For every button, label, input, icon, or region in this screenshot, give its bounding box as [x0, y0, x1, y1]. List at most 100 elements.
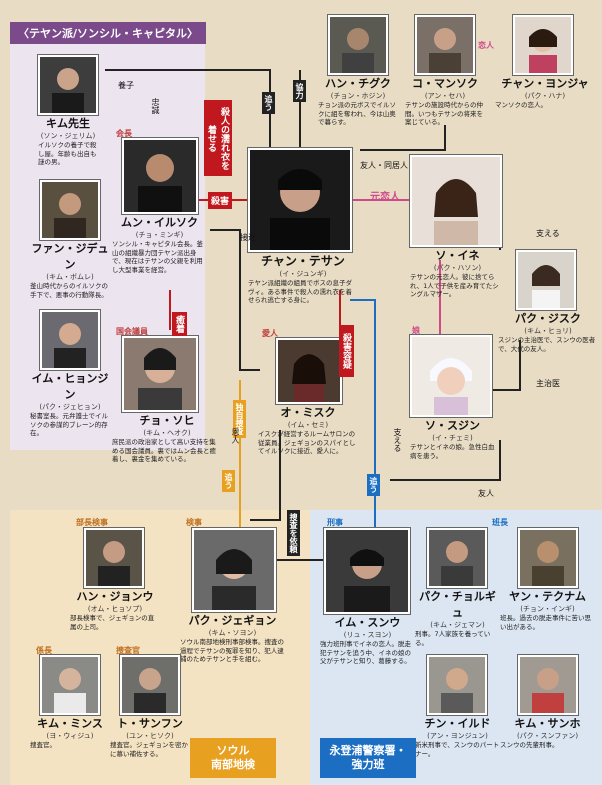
reading-park-chorgyu: (キム・ジェマン) [430, 621, 485, 629]
name-so-sujin: ソ・スジン [425, 419, 480, 432]
desc-kim-minsu: 捜査官。 [30, 741, 56, 749]
label-approach: 接近 [240, 233, 256, 242]
desc-park-jisuk: スジンの主治医で、スンウの医者で、大代の友人。 [498, 336, 596, 353]
line-mun-oh [210, 229, 260, 371]
reading-to-sanfon: (ユン・ヒソク) [126, 732, 174, 740]
line-kim-chang [105, 69, 271, 150]
name-han-jongu: ハン・ジョンウ [76, 590, 154, 603]
reading-lim: (パク・ジェヒョン) [39, 403, 101, 411]
reading-han-jongu: (オム・ヒョソプ) [87, 605, 143, 613]
person-ko[interactable]: コ・マンソク (アン・セハ) テサンの施設時代からの仲間。いつもテサンの将来を案… [405, 15, 485, 127]
desc-ko: テサンの施設時代からの仲間。いつもテサンの将来を案じている。 [405, 101, 483, 126]
name-park-chorgyu: パク・チョルギュ [419, 590, 496, 619]
person-cho[interactable]: チョ・ソヒ (キム・ヘオク) 庶民派の政治家として高い支持を集める国会議員。裏で… [112, 336, 222, 464]
person-to-sanfon[interactable]: ト・サンフン (ユン・ヒソク) 捜査官。ジェギョンを密かに慕い補佐する。 [110, 655, 190, 758]
desc-kim: イルソクの養子で殺し屋。年齢も出自も謎の男。 [38, 141, 97, 166]
photo-kim-minsu [40, 655, 100, 715]
name-lim: イム・ヒョンジン [31, 372, 109, 401]
person-kim[interactable]: キム先生 (ソン・ジェリム) イルソクの養子で殺し屋。年齢も出自も謎の男。 [38, 55, 98, 167]
label-loyal: 忠誠 [151, 98, 160, 114]
desc-chang: テヤン派組織の組員でボスの息子ダヴィ。ある事件で殺人の濡れ衣を着せられ逃亡する身… [248, 279, 352, 304]
tag-murder-suspect: 殺害容疑 [339, 325, 354, 377]
tag-chase2: 追う [222, 470, 235, 492]
person-kim-sanho[interactable]: キム・サンホ (パク・スンファン) スンウの先輩刑事。 [500, 655, 595, 750]
line-jisuk-sujin [490, 340, 521, 391]
line-friend [390, 440, 501, 481]
desc-park-chorgyu: 刑事。7人家族を養っている。 [415, 630, 491, 647]
person-han-jongu[interactable]: ハン・ジョンウ (オム・ヒョソプ) 部長検事で、ジェギョンの直属の上司。 [70, 528, 160, 631]
label-employer: 主治医 [536, 379, 560, 388]
photo-hwang [40, 180, 100, 240]
person-kim-minsu[interactable]: キム・ミンス (ヨ・ウィジュ) 捜査官。 [30, 655, 110, 750]
person-im-sunu[interactable]: イム・スンウ (リュ・スヨン) 強力班刑事でイネの恋人。脱走犯テサンを追う中、イ… [320, 528, 415, 666]
photo-ko [415, 15, 475, 75]
reading-kim-minsu: (ヨ・ウィジュ) [46, 732, 94, 740]
role-yan: 班長 [492, 518, 508, 527]
person-chang[interactable]: チャン・テサン (イ・ジュンギ) テヤン派組織の組員でボスの息子ダヴィ。ある事件… [248, 148, 358, 305]
reading-han-jigu: (チョン・ホジン) [330, 92, 386, 100]
person-lim[interactable]: イム・ヒョンジン (パク・ジェヒョン) 秘書室長。元弁護士でイルソクの参謀的ブレ… [30, 310, 110, 438]
line-ko-chang [360, 125, 446, 151]
desc-han-jigu: チョン派の元ボスでイルソクに組を奪われ、今は山奥で暮らす。 [318, 101, 396, 126]
tag-cooperate: 協力 [293, 80, 306, 102]
reading-yan: (チョン・インギ) [520, 605, 575, 613]
person-oh[interactable]: オ・ミスク (イム・セミ) イスクが経営するルームサロンの従業員。ジェギョンのス… [258, 338, 358, 456]
name-kim-sanho: キム・サンホ [514, 717, 581, 730]
person-park-chorgyu[interactable]: パク・チョルギュ (キム・ジェマン) 刑事。7人家族を養っている。 [415, 528, 500, 647]
role-park-jegyeong: 検事 [186, 518, 202, 527]
reading-park-jegyeong: (キム・ソヨン) [208, 629, 257, 637]
name-kim-minsu: キム・ミンス [37, 717, 103, 730]
tag-request-invest: 捜査を依頼 [287, 510, 300, 556]
name-kim: キム先生 [46, 117, 90, 130]
person-han-jigu[interactable]: ハン・チグク (チョン・ホジン) チョン派の元ボスでイルソクに組を奪われ、今は山… [318, 15, 398, 127]
desc-chan-yonja: マンソクの恋人。 [495, 101, 547, 109]
desc-yan: 班長。過去の脱走事件に苦い思い出がある。 [500, 614, 591, 631]
photo-kim-sanho [518, 655, 578, 715]
person-yan[interactable]: ヤン・テクナム (チョン・インギ) 班長。過去の脱走事件に苦い思い出がある。 [500, 528, 595, 631]
reading-chan-yonja: (パク・ハナ) [524, 92, 566, 100]
person-mun[interactable]: ムン・イルソク (チョ・ミンギ) ソンシル・キャピタル会長。釜山の組織暴力団テヤ… [112, 138, 207, 274]
label-support: 支える [536, 229, 560, 238]
person-chin[interactable]: チン・イルド (アン・ヨンジュン) 新米刑事で、スンウのパートナー。 [415, 655, 500, 758]
desc-hwang: 釜山時代からのイルソクの手下で、悪事の行動隊長。 [30, 282, 108, 299]
role-im-sunu: 刑事 [327, 518, 343, 527]
photo-park-chorgyu [427, 528, 487, 588]
label-friend: 友人 [478, 489, 494, 498]
photo-lim [40, 310, 100, 370]
role-oh: 愛人 [262, 329, 278, 338]
reading-oh: (イム・セミ) [287, 421, 329, 429]
tag-murder: 殺害 [208, 192, 233, 209]
role-so-sujin: 娘 [412, 326, 420, 335]
desc-chin: 新米刑事で、スンウのパートナー。 [415, 741, 500, 758]
desc-cho: 庶民派の政治家として高い支持を集める国会議員。裏ではムン会長と癒着し、裏金を集め… [112, 438, 216, 463]
name-chan-yonja: チャン・ヨンジャ [501, 77, 589, 90]
name-to-sanfon: ト・サンフン [117, 717, 183, 730]
photo-chang [248, 148, 352, 252]
person-hwang[interactable]: ファン・ジデュン (キム・ボムレ) 釜山時代からのイルソクの手下で、悪事の行動隊… [30, 180, 110, 299]
role-cho: 国会議員 [116, 327, 148, 336]
desc-oh: イスクが経営するルームサロンの従業員。ジェギョンのスパイとしてイルソクに接近、愛… [258, 430, 356, 455]
line-oh-park [250, 430, 281, 521]
desc-park-jegyeong: ソウル南部地検刑事部検事。捜査の過程でテサンの冤罪を知り、犯人逮捕のためテサンと… [180, 638, 284, 663]
name-yan: ヤン・テクナム [509, 590, 586, 603]
role-mun: 会長 [116, 129, 132, 138]
tag-indep-invest: 独自捜査 [233, 400, 246, 438]
label-adopted: 養子 [118, 81, 134, 90]
person-park-jisuk[interactable]: パク・ジスク (キム・ヒョリ) スジンの主治医で、スンウの医者で、大代の友人。 [498, 250, 598, 353]
photo-cho [122, 336, 198, 412]
desc-to-sanfon: 捜査官。ジェギョンを密かに慕い補佐する。 [110, 741, 188, 758]
reading-im-sunu: (リュ・スヨン) [343, 631, 392, 639]
name-oh: オ・ミスク [280, 406, 336, 419]
name-hwang: ファン・ジデュン [31, 242, 109, 271]
name-chang: チャン・テサン [261, 254, 345, 268]
dept-seoul: ソウル 南部地検 [190, 738, 276, 778]
person-so-ine[interactable]: ソ・イネ (パク・ハソン) テサンの元恋人。彼に捨てられ、1人で子供を産み育てた… [410, 155, 505, 299]
person-chan-yonja[interactable]: チャン・ヨンジャ (パク・ハナ) マンソクの恋人。 [495, 15, 595, 110]
person-so-sujin[interactable]: ソ・スジン (イ・チェミ) テサンとイネの娘。急性白血病を患う。 [410, 335, 495, 460]
person-park-jegyeong[interactable]: パク・ジェギョン (キム・ソヨン) ソウル南部地検刑事部検事。捜査の過程でテサン… [180, 528, 285, 664]
name-cho: チョ・ソヒ [139, 414, 195, 427]
desc-mun: ソンシル・キャピタル会長。釜山の組織暴力団テヤン派出身で、現在はテサンの父親を利… [112, 240, 203, 274]
line-sunu-chang [350, 299, 376, 530]
desc-kim-sanho: スンウの先輩刑事。 [500, 741, 559, 749]
reading-chang: (イ・ジュンギ) [279, 270, 327, 278]
